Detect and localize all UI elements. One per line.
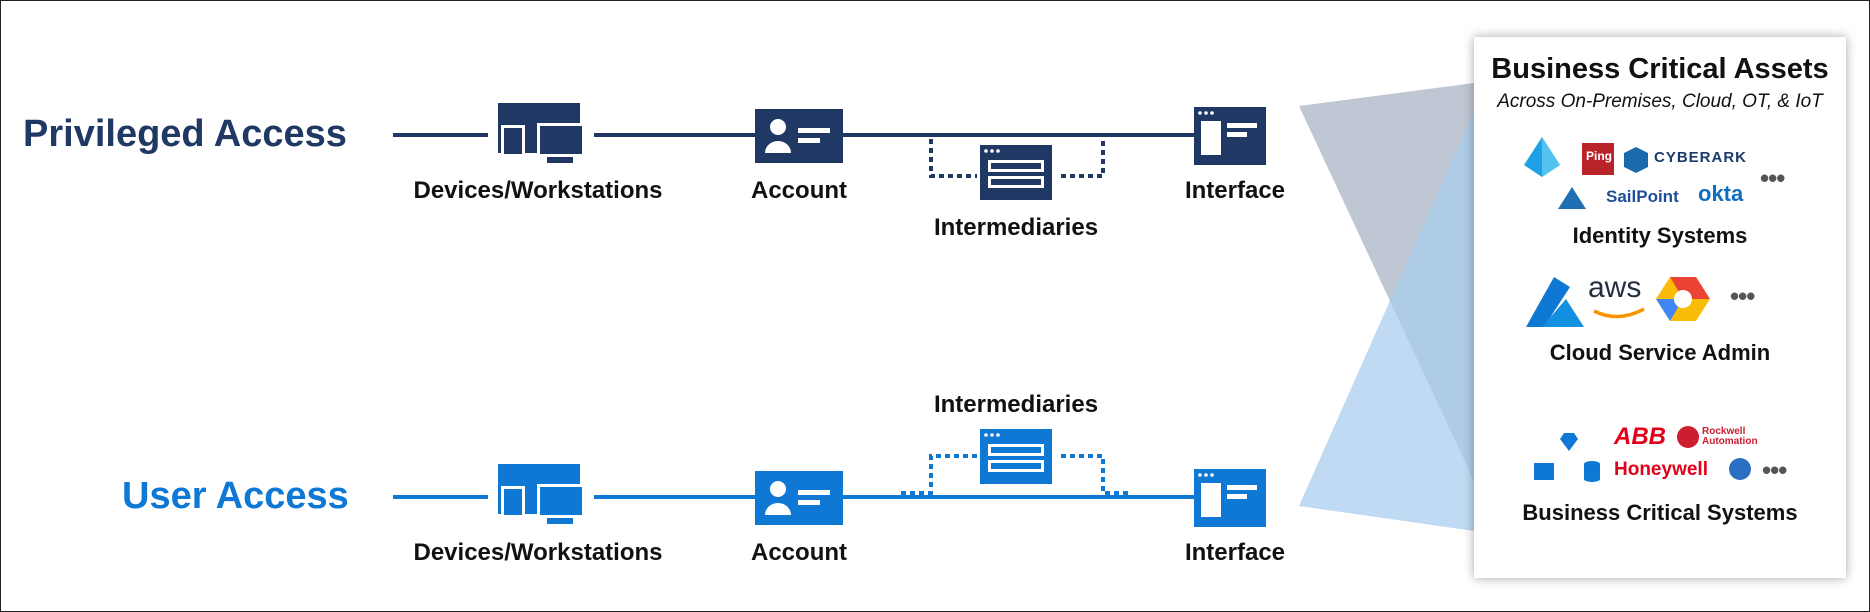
sailpoint-logo: SailPoint bbox=[1606, 187, 1679, 206]
abb-logo: ABB bbox=[1614, 423, 1666, 450]
privileged-interface-icon bbox=[1194, 107, 1266, 165]
business-critical-systems-label: Business Critical Systems bbox=[1522, 500, 1798, 525]
azure-icon bbox=[1526, 277, 1584, 327]
user-funnel bbox=[1299, 111, 1474, 531]
user-interface-label: Interface bbox=[1184, 539, 1286, 566]
systems-more-icon: ••• bbox=[1762, 455, 1787, 485]
aws-logo: aws bbox=[1588, 271, 1642, 304]
cyberark-logo: CYBERARK bbox=[1654, 149, 1748, 166]
ping-logo: Ping bbox=[1586, 149, 1612, 163]
user-interface-icon bbox=[1194, 469, 1266, 527]
sailpoint-pyramid-icon bbox=[1558, 187, 1586, 209]
privileged-intermediary-dotted bbox=[929, 139, 1105, 178]
rockwell-logo: Rockwell Automation bbox=[1702, 426, 1758, 447]
google-cloud-icon bbox=[1656, 277, 1710, 321]
privileged-access-title: Privileged Access bbox=[23, 113, 347, 155]
privileged-account-label: Account bbox=[751, 177, 847, 204]
user-devices-icon bbox=[498, 464, 585, 524]
database-icon bbox=[1584, 461, 1600, 482]
cloud-service-admin-label: Cloud Service Admin bbox=[1549, 340, 1771, 365]
user-devices-label: Devices/Workstations bbox=[413, 539, 663, 566]
privileged-interface-label: Interface bbox=[1184, 177, 1286, 204]
okta-logo: okta bbox=[1698, 181, 1744, 206]
privileged-devices-label: Devices/Workstations bbox=[413, 177, 663, 204]
window-icon bbox=[1534, 463, 1554, 480]
ge-icon bbox=[1729, 458, 1751, 480]
user-intermediaries-label: Intermediaries bbox=[933, 391, 1099, 418]
privileged-account-icon bbox=[755, 109, 843, 163]
ping-logo-tile bbox=[1582, 143, 1614, 175]
cloud-more-icon: ••• bbox=[1730, 281, 1755, 311]
assets-logos bbox=[1524, 137, 1751, 482]
user-intermediaries-icon bbox=[980, 429, 1052, 484]
identity-systems-label: Identity Systems bbox=[1572, 223, 1748, 248]
cyberark-icon bbox=[1624, 147, 1648, 173]
privileged-devices-icon bbox=[498, 103, 585, 163]
privileged-intermediaries-label: Intermediaries bbox=[933, 214, 1099, 241]
identity-more-icon: ••• bbox=[1760, 163, 1785, 193]
diamond-icon bbox=[1560, 433, 1578, 451]
user-intermediary-dotted bbox=[901, 454, 1131, 495]
user-access-title: User Access bbox=[122, 475, 349, 517]
user-account-label: Account bbox=[751, 539, 847, 566]
privileged-intermediaries-icon bbox=[980, 145, 1052, 200]
aws-smile-icon bbox=[1593, 307, 1645, 319]
honeywell-logo: Honeywell bbox=[1614, 459, 1708, 480]
assets-subtitle: Across On-Premises, Cloud, OT, & IoT bbox=[1497, 91, 1823, 112]
rockwell-icon bbox=[1677, 426, 1699, 448]
user-account-icon bbox=[755, 471, 843, 525]
assets-title: Business Critical Assets bbox=[1491, 53, 1829, 85]
business-critical-assets-panel: Business Critical Assets Across On-Premi… bbox=[1474, 37, 1846, 578]
azure-ad-icon bbox=[1524, 137, 1560, 177]
